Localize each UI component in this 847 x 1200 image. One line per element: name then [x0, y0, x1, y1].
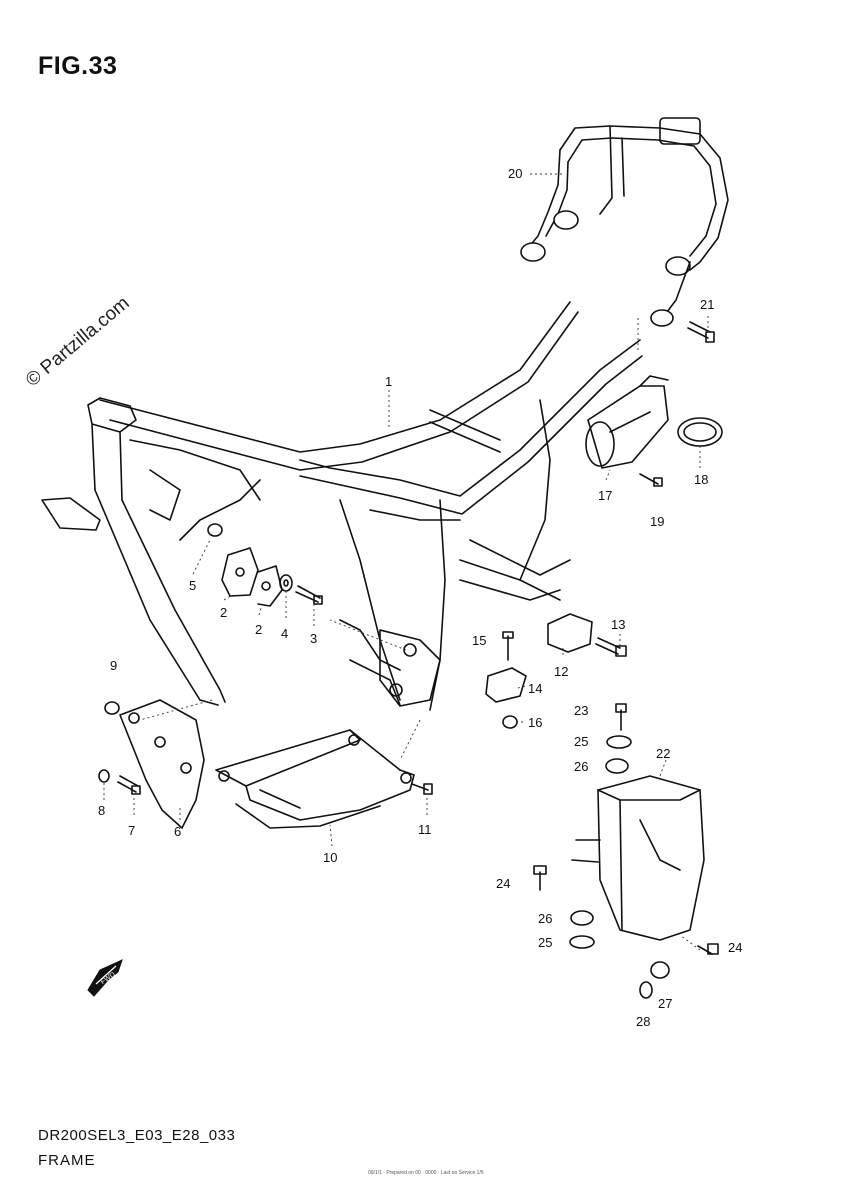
- part-front-bracket[interactable]: [119, 699, 205, 829]
- part-washer-8[interactable]: [98, 769, 110, 783]
- callout-14: 14: [528, 681, 542, 696]
- footer-fine-print: 09/1/1 · Prepared on 00 · 0000 · Last on…: [368, 1170, 484, 1176]
- part-bolt-24a[interactable]: [533, 865, 547, 891]
- part-main-frame[interactable]: [41, 301, 643, 711]
- part-bolt-24b[interactable]: [697, 943, 719, 955]
- callout-19: 19: [650, 514, 664, 529]
- part-rear-carrier[interactable]: [520, 117, 729, 327]
- callout-25a: 25: [574, 734, 588, 749]
- part-bolt-15[interactable]: [502, 631, 514, 661]
- callout-10: 10: [323, 850, 337, 865]
- callout-23: 23: [574, 703, 588, 718]
- part-washer-4[interactable]: [279, 574, 293, 592]
- footer-model-code: DR200SEL3_E03_E28_033: [38, 1127, 236, 1144]
- callout-11: 11: [418, 822, 432, 837]
- callout-27: 27: [658, 996, 672, 1011]
- callout-1: 1: [385, 374, 392, 389]
- callout-26b: 26: [538, 911, 552, 926]
- part-bolt-23[interactable]: [615, 703, 627, 731]
- callout-15: 15: [472, 633, 486, 648]
- callout-21: 21: [700, 297, 714, 312]
- callout-22: 22: [656, 746, 670, 761]
- callout-3: 3: [310, 631, 317, 646]
- leader-lines: [103, 173, 709, 951]
- part-nut-27[interactable]: [650, 961, 670, 979]
- part-cushion-14[interactable]: [485, 667, 527, 703]
- part-nut-28[interactable]: [639, 981, 653, 999]
- part-cushion-26a[interactable]: [605, 758, 629, 774]
- callout-13: 13: [611, 617, 625, 632]
- callout-5: 5: [189, 578, 196, 593]
- part-engine-bracket[interactable]: [221, 547, 283, 607]
- part-cushion-25a[interactable]: [606, 735, 632, 749]
- callout-8: 8: [98, 803, 105, 818]
- callout-17: 17: [598, 488, 612, 503]
- part-nut-16[interactable]: [502, 715, 518, 729]
- figure-title: FIG.33: [38, 52, 118, 80]
- part-cushion-12[interactable]: [547, 613, 593, 653]
- footer-section-title: FRAME: [38, 1152, 96, 1169]
- callout-18: 18: [694, 472, 708, 487]
- fwd-arrow-icon: FWD: [87, 959, 123, 997]
- part-bolt-7[interactable]: [117, 775, 141, 795]
- part-skid-frame[interactable]: [215, 729, 415, 829]
- part-nut-9[interactable]: [104, 701, 120, 715]
- part-cushion-26b[interactable]: [570, 910, 594, 926]
- part-band-18[interactable]: [677, 417, 723, 447]
- part-bolt-3[interactable]: [295, 585, 323, 605]
- part-bolt-13[interactable]: [595, 637, 627, 657]
- callout-7: 7: [128, 823, 135, 838]
- callout-6: 6: [174, 824, 181, 839]
- callout-24a: 24: [496, 876, 510, 891]
- part-electrical-box-17[interactable]: [585, 375, 669, 469]
- callout-12: 12: [554, 664, 568, 679]
- callout-26a: 26: [574, 759, 588, 774]
- part-battery-holder-22[interactable]: [571, 775, 705, 941]
- callout-25b: 25: [538, 935, 552, 950]
- part-cushion-25b[interactable]: [569, 935, 595, 949]
- part-bolt-19[interactable]: [639, 473, 663, 487]
- callout-2a: 2: [220, 605, 227, 620]
- part-bolt-21[interactable]: [687, 321, 715, 343]
- callout-28: 28: [636, 1014, 650, 1029]
- callout-2b: 2: [255, 622, 262, 637]
- part-nut-5[interactable]: [207, 523, 223, 537]
- part-bolt-11[interactable]: [411, 783, 433, 795]
- callout-9: 9: [110, 658, 117, 673]
- callout-20: 20: [508, 166, 522, 181]
- callout-4: 4: [281, 626, 288, 641]
- callout-24b: 24: [728, 940, 742, 955]
- callout-16: 16: [528, 715, 542, 730]
